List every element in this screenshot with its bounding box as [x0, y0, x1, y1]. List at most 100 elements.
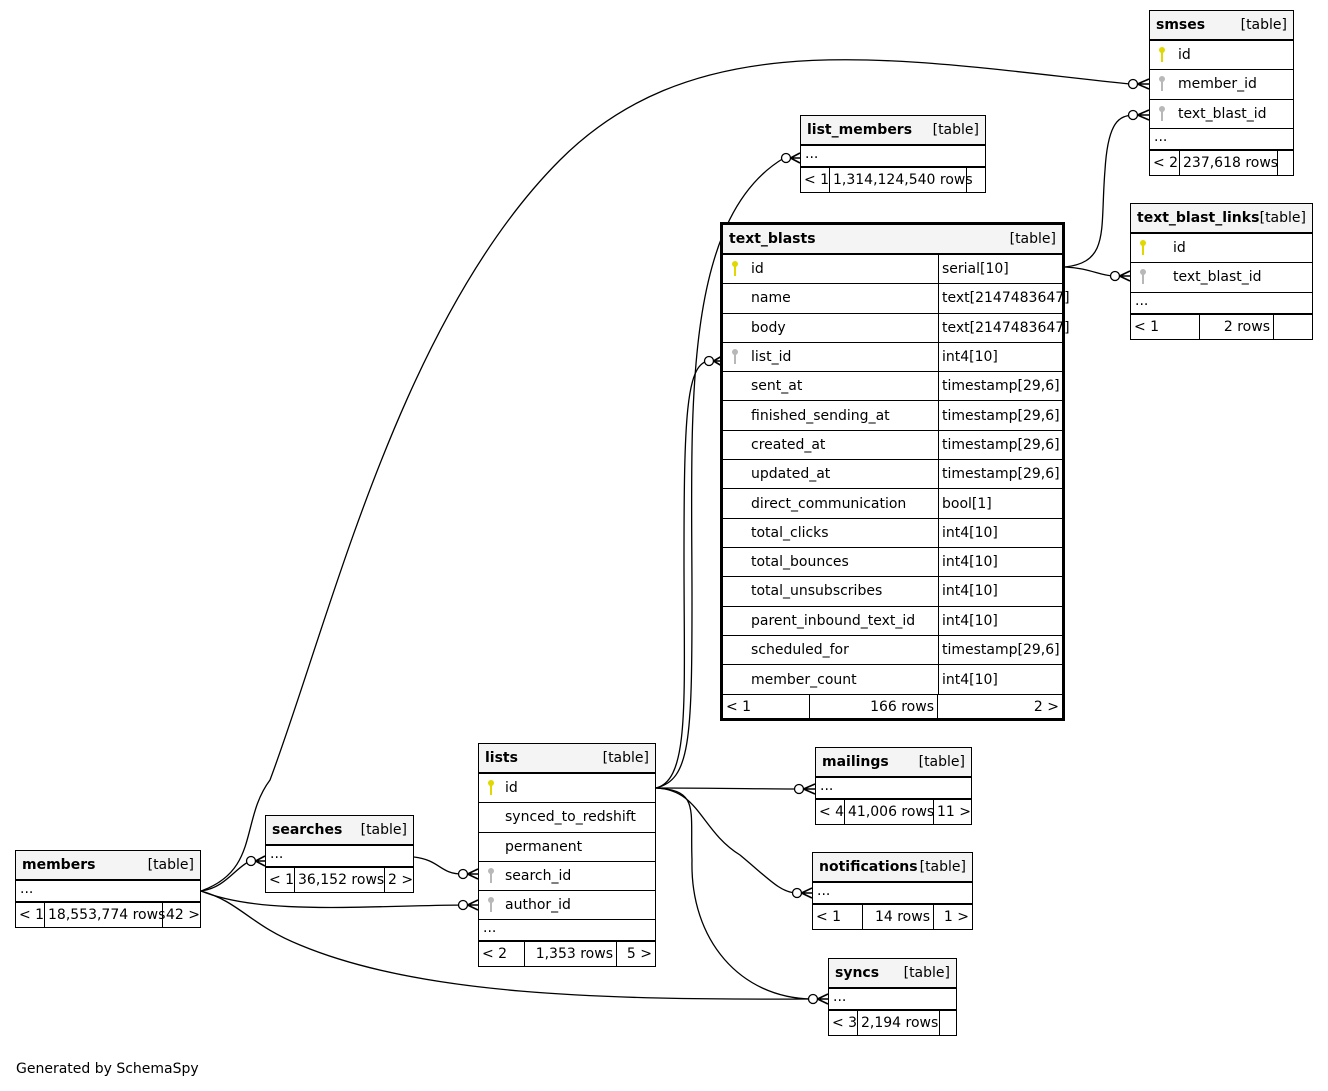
column-name: scheduled_for — [751, 642, 849, 658]
column-type: text[2147483647] — [938, 284, 1070, 313]
column-row[interactable]: text_blast_id — [1150, 100, 1293, 129]
table-kind: [table] — [147, 857, 194, 873]
foreign-key-icon — [488, 867, 494, 884]
column-name: total_clicks — [751, 524, 829, 541]
crows-foot-list-members — [780, 152, 801, 164]
column-row[interactable]: text_blast_id — [1131, 263, 1312, 293]
column-row[interactable]: search_id — [479, 862, 655, 892]
crows-foot-smses-member-id — [1127, 78, 1150, 90]
table-header: lists[table] — [479, 744, 655, 774]
children-count[interactable] — [967, 168, 985, 192]
parents-count[interactable]: < 1 — [813, 905, 863, 929]
column-row[interactable]: id — [1150, 41, 1293, 71]
column-row[interactable]: id — [479, 774, 655, 804]
parents-count[interactable]: < 2 — [1150, 150, 1180, 175]
children-count[interactable]: 11 > — [937, 804, 971, 820]
parents-count[interactable]: < 1 — [266, 868, 295, 892]
column-row[interactable]: total_bounces int4[10] — [723, 547, 1062, 578]
column-type: timestamp[29,6] — [938, 635, 1062, 665]
column-row[interactable]: id — [1131, 234, 1312, 264]
table-name: text_blast_links — [1137, 210, 1260, 226]
column-row[interactable]: scheduled_for timestamp[29,6] — [723, 635, 1062, 666]
parents-count[interactable]: < 1 — [1131, 314, 1200, 339]
column-name: permanent — [505, 838, 583, 855]
parents-count[interactable]: < 1 — [16, 903, 45, 927]
table-name: notifications — [819, 859, 918, 875]
column-name: id — [1173, 240, 1186, 257]
table-header: mailings[table] — [816, 748, 971, 778]
table-name: text_blasts — [729, 231, 816, 247]
parents-count[interactable]: < 1 — [723, 695, 810, 719]
table-name: syncs — [835, 965, 880, 981]
more-columns: ... — [16, 881, 200, 903]
column-row[interactable]: total_unsubscribes int4[10] — [723, 577, 1062, 607]
column-type: int4[10] — [938, 547, 1062, 577]
parents-count[interactable]: < 2 — [479, 942, 525, 967]
generator-note: Generated by SchemaSpy — [16, 1061, 199, 1077]
children-count[interactable]: 1 > — [943, 909, 969, 925]
children-count[interactable]: 5 > — [626, 946, 652, 963]
crows-foot-text-blast-links — [1109, 270, 1131, 282]
column-type: serial[10] — [938, 255, 1062, 284]
table-text-blast-links[interactable]: text_blast_links[table] id text_blast_id… — [1130, 203, 1313, 340]
primary-key-icon — [1159, 47, 1165, 63]
column-type: int4[10] — [938, 665, 1062, 695]
column-row[interactable]: member_id — [1150, 70, 1293, 100]
column-name: total_unsubscribes — [751, 583, 883, 600]
table-kind: [table] — [918, 754, 965, 770]
table-kind: [table] — [919, 859, 966, 875]
edge-lists-mailings — [655, 787, 799, 790]
parents-count[interactable]: < 1 — [801, 168, 830, 192]
crows-foot-smses-text-blast-id — [1127, 109, 1150, 121]
column-name: total_bounces — [751, 554, 849, 571]
row-count: 2 rows — [1200, 314, 1274, 339]
table-header: members [table] — [16, 851, 200, 881]
children-count[interactable] — [1278, 151, 1293, 175]
children-count[interactable]: 2 > — [388, 872, 414, 888]
parents-count[interactable]: < 3 — [829, 1011, 858, 1035]
column-row[interactable]: synced_to_redshift — [479, 803, 655, 833]
table-lists[interactable]: lists[table] id synced_to_redshift perma… — [478, 743, 656, 968]
column-row[interactable]: name text[2147483647] — [723, 284, 1070, 314]
parents-count[interactable]: < 4 — [816, 800, 845, 824]
edge-searches-lists-search — [413, 856, 463, 875]
more-columns: ... — [1150, 129, 1293, 151]
table-smses[interactable]: smses[table] id member_id text_blast_id … — [1149, 10, 1294, 176]
column-name: text_blast_id — [1178, 105, 1267, 122]
row-count: 41,006 rows — [845, 800, 934, 824]
children-count[interactable]: 42 > — [166, 907, 200, 923]
children-count[interactable] — [940, 1011, 956, 1035]
table-name: list_members — [807, 122, 913, 138]
column-type: int4[10] — [938, 577, 1062, 606]
edge-lists-text-blasts — [655, 360, 709, 789]
column-name: body — [751, 319, 786, 336]
children-count[interactable]: 2 > — [1033, 698, 1059, 715]
children-count[interactable] — [1274, 315, 1312, 339]
column-name: name — [751, 290, 791, 307]
column-row[interactable]: permanent — [479, 833, 655, 862]
column-row[interactable]: author_id — [479, 891, 655, 921]
table-name: members — [22, 857, 96, 873]
